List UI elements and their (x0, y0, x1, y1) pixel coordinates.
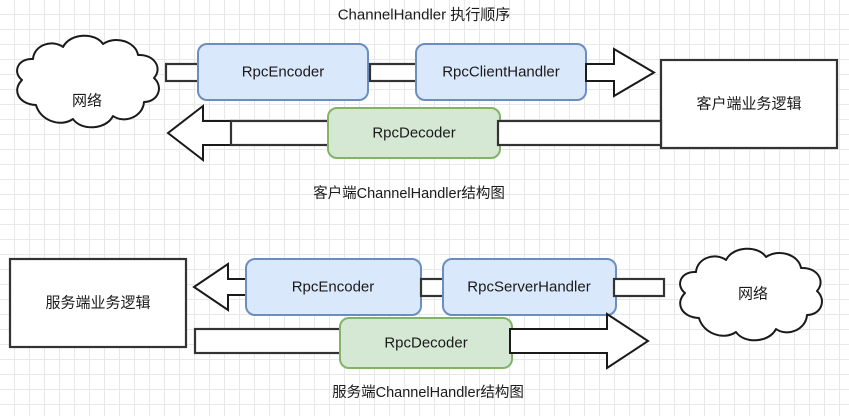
server-business-logic-box (8, 257, 188, 349)
client-connector-cloud-to-encoder (164, 62, 202, 83)
client-rpcdecoder-label: RpcDecoder (372, 124, 456, 142)
client-inbound-shaft-right (496, 119, 663, 147)
server-diagram-caption: 服务端ChannelHandler结构图 (332, 384, 524, 401)
server-rpcdecoder-label: RpcDecoder (384, 334, 468, 352)
client-outbound-arrow-right (585, 47, 656, 98)
server-network-cloud-shape (679, 247, 823, 342)
server-rpcencoder-label: RpcEncoder (291, 278, 375, 296)
server-inbound-shaft-left (193, 327, 344, 355)
client-inbound-arrow-left (166, 103, 234, 163)
server-outbound-arrow-left (192, 262, 253, 312)
server-network-cloud-label: 网络 (737, 285, 769, 303)
client-inbound-shaft-left (229, 119, 332, 147)
client-rpcclienthandler-label: RpcClientHandler (442, 63, 560, 81)
client-business-logic-label: 客户端业务逻辑 (696, 95, 802, 113)
client-network-cloud-shape (16, 34, 160, 129)
page-title: ChannelHandler 执行顺序 (337, 6, 511, 24)
client-connector-encoder-to-handler (368, 62, 422, 83)
client-business-logic-box (659, 58, 839, 150)
server-business-logic-label: 服务端业务逻辑 (45, 294, 151, 312)
client-network-cloud-label: 网络 (71, 92, 103, 110)
server-connector-encoder-to-handler (419, 277, 447, 298)
client-diagram-caption: 客户端ChannelHandler结构图 (313, 185, 505, 202)
client-rpcencoder-label: RpcEncoder (241, 63, 325, 81)
server-rpcserverhandler-label: RpcServerHandler (467, 278, 591, 296)
client-rpcencoder-box (197, 43, 369, 101)
server-connector-handler-to-network (612, 277, 666, 298)
server-inbound-arrow-right (509, 312, 650, 370)
